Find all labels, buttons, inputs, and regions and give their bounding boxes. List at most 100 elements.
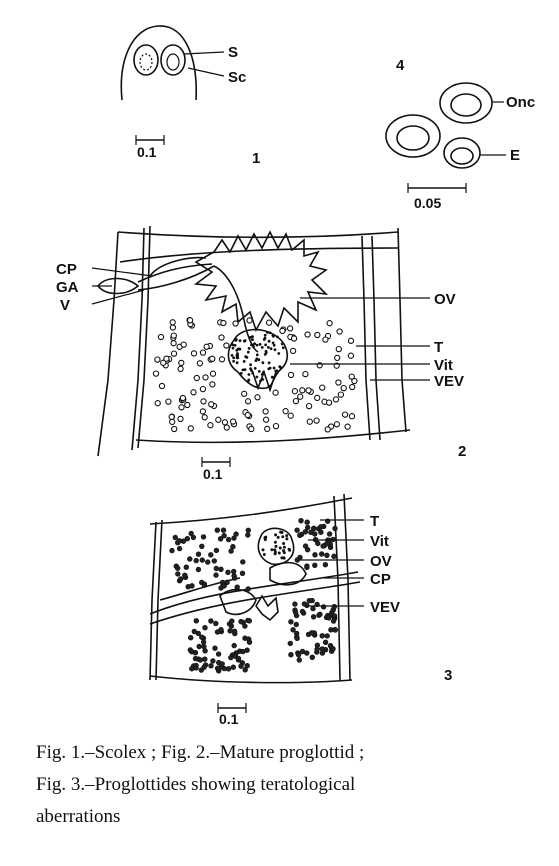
follicle xyxy=(336,328,343,335)
follicle xyxy=(180,538,187,544)
follicle xyxy=(235,361,239,365)
follicle xyxy=(331,553,337,559)
follicle xyxy=(264,425,271,433)
follicle xyxy=(255,353,259,357)
follicle xyxy=(272,422,280,430)
follicle xyxy=(260,345,264,349)
follicle xyxy=(229,418,237,425)
follicle xyxy=(170,340,177,347)
follicle xyxy=(299,387,306,394)
follicle xyxy=(262,416,270,423)
follicle xyxy=(337,391,345,398)
follicle xyxy=(238,339,242,343)
follicle xyxy=(292,609,299,615)
follicle xyxy=(215,651,222,657)
follicle xyxy=(189,665,195,672)
follicle xyxy=(189,583,195,589)
fig1-number: 1 xyxy=(252,150,260,167)
follicle xyxy=(309,630,315,636)
follicle xyxy=(274,533,278,537)
label-egg: E xyxy=(510,147,520,164)
follicle xyxy=(322,336,329,343)
follicle xyxy=(268,331,272,335)
follicle xyxy=(152,370,160,377)
follicle xyxy=(193,665,199,671)
follicle xyxy=(275,335,279,339)
follicle xyxy=(322,639,329,645)
follicle xyxy=(302,529,309,535)
follicle xyxy=(320,604,327,610)
follicle xyxy=(287,371,295,379)
follicle xyxy=(211,558,218,564)
follicle xyxy=(287,640,293,647)
vitellaria-dots-fig2 xyxy=(230,330,285,383)
follicle xyxy=(309,654,315,660)
label-ovary: OV xyxy=(434,291,456,308)
follicle xyxy=(288,651,294,658)
follicle xyxy=(199,349,207,356)
follicle xyxy=(202,648,208,654)
follicle xyxy=(243,339,247,343)
follicle xyxy=(278,365,282,369)
follicle xyxy=(191,628,198,635)
follicle xyxy=(213,572,219,578)
follicle xyxy=(289,347,297,355)
follicle xyxy=(238,663,244,669)
follicle xyxy=(218,334,225,341)
follicle xyxy=(244,647,250,653)
follicle xyxy=(291,388,299,395)
follicle xyxy=(213,547,220,554)
follicle xyxy=(265,319,273,326)
fig2-proglottid: CP GA V OV T Vit VEV 0.1 2 xyxy=(56,225,466,482)
follicle xyxy=(202,656,208,662)
follicle xyxy=(351,377,358,385)
follicle xyxy=(297,393,304,400)
follicle xyxy=(263,538,267,542)
follicle xyxy=(331,603,337,610)
figure-caption: Fig. 1.–Scolex ; Fig. 2.–Mature proglott… xyxy=(36,737,536,833)
follicle xyxy=(240,559,246,565)
follicle xyxy=(195,551,202,557)
follicle xyxy=(197,657,204,663)
label-vev: VEV xyxy=(434,373,464,390)
follicle xyxy=(320,543,326,549)
follicle xyxy=(154,400,161,407)
follicle xyxy=(347,352,355,359)
label-genital-atrium: GA xyxy=(56,279,79,296)
fig2-number: 2 xyxy=(458,443,466,460)
follicle xyxy=(234,584,240,590)
follicle xyxy=(199,385,207,393)
follicle xyxy=(202,374,209,381)
testes-fig3 xyxy=(169,517,338,674)
follicle xyxy=(157,333,165,341)
follicle xyxy=(272,366,276,370)
follicle xyxy=(245,586,251,592)
follicle xyxy=(199,543,205,549)
follicle xyxy=(201,582,208,588)
follicle xyxy=(290,335,298,342)
follicle xyxy=(228,654,234,661)
follicle xyxy=(186,317,194,324)
follicle xyxy=(270,548,274,552)
label-testes: T xyxy=(434,339,443,356)
label-ovary-fig3: OV xyxy=(370,553,392,570)
follicle xyxy=(310,605,316,612)
follicle xyxy=(199,408,207,415)
ovary-dots-fig3 xyxy=(261,530,292,560)
follicle xyxy=(332,525,338,532)
follicle xyxy=(178,404,185,411)
follicle xyxy=(282,551,286,555)
follicle xyxy=(344,423,351,430)
follicle xyxy=(249,363,253,367)
follicle xyxy=(175,565,181,571)
follicle xyxy=(170,332,177,339)
follicle xyxy=(257,369,261,373)
follicle xyxy=(232,320,239,327)
follicle xyxy=(305,524,311,531)
follicle xyxy=(154,356,161,363)
follicle xyxy=(293,621,299,628)
follicle xyxy=(209,381,216,388)
follicle xyxy=(163,355,170,362)
follicle xyxy=(248,425,255,433)
follicle xyxy=(348,373,355,380)
